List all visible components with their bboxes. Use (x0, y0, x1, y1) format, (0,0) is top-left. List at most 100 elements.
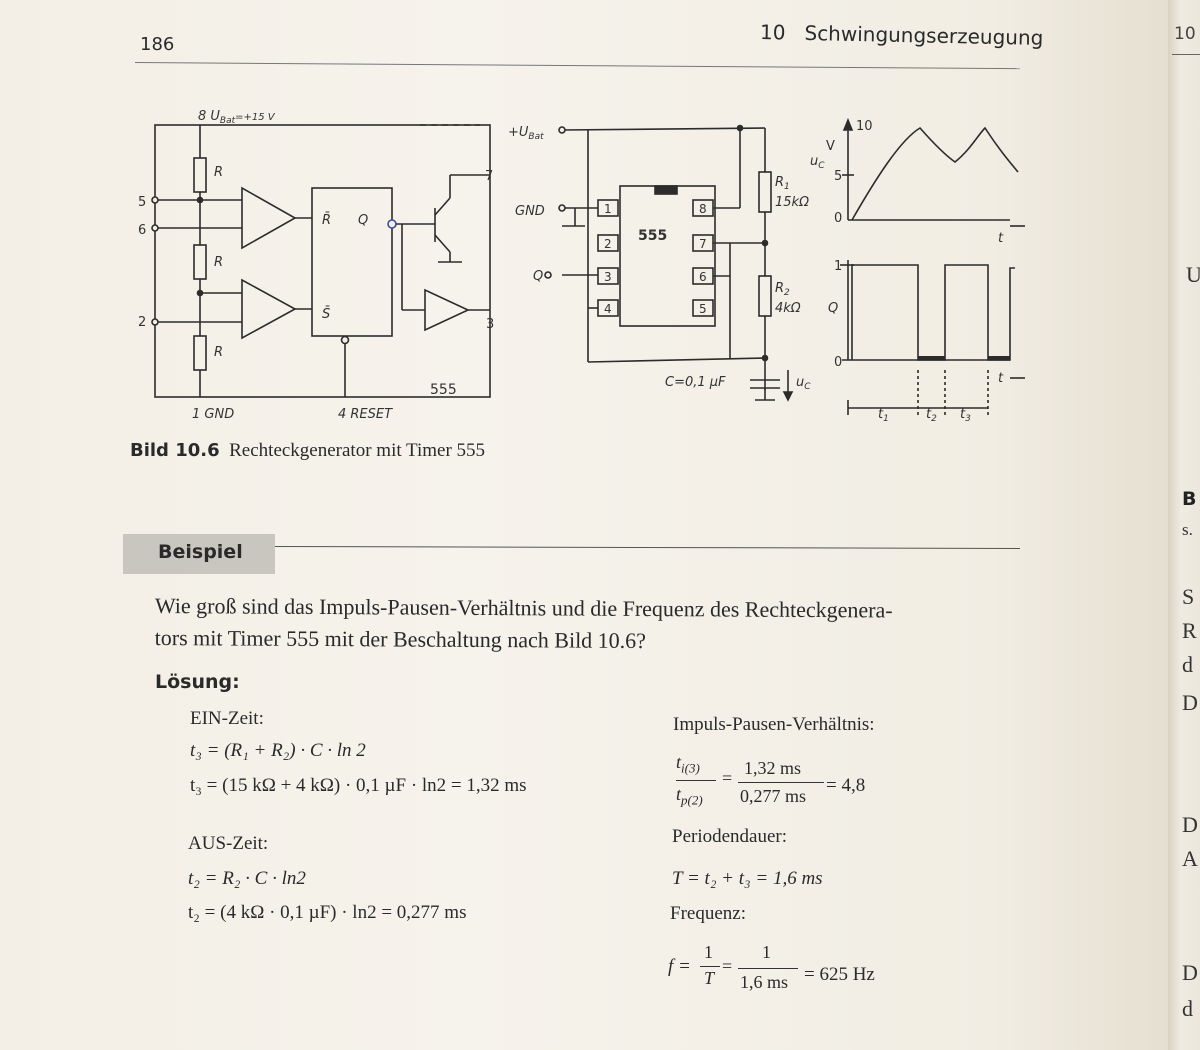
pin-4: 4 (604, 302, 612, 316)
on-time-result: t₃ = (15 kΩ + 4 kΩ) · 0,1 µF · ln2 = 1,3… (190, 775, 527, 796)
q-high-tick: 1 (834, 259, 842, 274)
solution-label: Lösung: (155, 671, 240, 693)
pin-6: 6 (699, 270, 707, 284)
uc-zero-tick: 0 (834, 211, 842, 226)
resistor-r2 (758, 275, 772, 317)
example-label: Beispiel (158, 541, 243, 563)
next-page-rule (1172, 54, 1200, 55)
figure-caption: Bild 10.6 Rechteckgenerator mit Timer 55… (130, 440, 485, 462)
edge-letter: A (1182, 846, 1198, 871)
resistor-label: R (214, 255, 223, 270)
edge-letter: d (1182, 652, 1193, 677)
uc-mid-tick: 5 (834, 169, 842, 184)
equals-sign: = (722, 768, 733, 788)
ic-label: 555 (430, 382, 457, 398)
uc-unit: V (826, 139, 835, 154)
on-time-heading: EIN-Zeit: (190, 708, 264, 729)
waveform-q (840, 225, 1025, 415)
example-label-box (123, 534, 275, 574)
next-page-edge: 10 B s. U S R d D D A D d (1168, 0, 1200, 1050)
chapter-title: Schwingungserzeugung (804, 20, 1044, 50)
edge-letter: D (1182, 690, 1198, 715)
frequency-one: 1 (704, 942, 713, 962)
edge-letter: R (1182, 618, 1197, 643)
resistor-label: R (214, 165, 223, 180)
frequency-bar-1 (700, 966, 720, 967)
frequency-denominator: 1,6 ms (740, 972, 789, 992)
capacitor-label: C=0,1 µF (665, 375, 726, 390)
t3-label: t3 (960, 407, 971, 424)
off-time-result: t₂ = (4 kΩ · 0,1 µF) · ln2 = 0,277 ms (188, 902, 467, 923)
edge-letter-s: s. (1182, 520, 1193, 539)
t-axis-uc: t (998, 231, 1004, 246)
r1-label: R1 (775, 175, 790, 192)
pin-3: 3 (604, 270, 612, 284)
r2-value: 4kΩ (775, 301, 801, 316)
chapter-number: 10 (759, 20, 786, 45)
pin-2-label: 2 (138, 315, 146, 330)
edge-letter: D (1182, 960, 1198, 985)
example-question: Wie groß sind das Impuls-Pausen-Verhältn… (155, 590, 1035, 659)
edge-letter: d (1182, 996, 1193, 1021)
t1-label: t1 (878, 407, 889, 424)
edge-letter: U (1186, 262, 1200, 287)
ratio-denominator-symbol: tp(2) (676, 784, 703, 808)
book-page: 186 10 Schwingungserzeugung (0, 0, 1168, 1050)
edge-letter: S (1182, 584, 1195, 609)
ratio-value-bar (738, 782, 824, 783)
pin-7-label: 7 (485, 169, 493, 184)
divider-resistor-bottom (193, 335, 207, 371)
output-buffer (424, 288, 470, 332)
reset-pin-label: 4 RESET (338, 407, 393, 422)
ic-outline (154, 124, 491, 398)
gnd-label: GND (515, 204, 545, 219)
pin-7: 7 (699, 237, 707, 251)
frequency-heading: Frequenz: (670, 903, 746, 924)
figure-caption-text: Rechteckgenerator mit Timer 555 (229, 440, 486, 461)
r2-label: R2 (775, 281, 790, 298)
t2-label: t2 (926, 407, 937, 424)
header-rule (134, 62, 1020, 70)
off-time-formula: t₂ = R₂ · C · ln2 (188, 868, 306, 889)
equals-sign: = (722, 956, 733, 976)
divider-resistor-mid (193, 244, 207, 280)
pin-2: 2 (604, 237, 612, 251)
resistor-r1 (758, 171, 772, 213)
ratio-denominator-value: 0,277 ms (740, 786, 807, 806)
period-heading: Periodendauer: (672, 826, 788, 847)
flipflop-sbar: S̄ (322, 307, 330, 322)
internal-block-diagram (151, 124, 491, 398)
pin-5-label: 5 (138, 195, 146, 210)
ratio-result: = 4,8 (826, 775, 866, 796)
flipflop-rbar: R̄ (322, 213, 331, 228)
question-line-1: Wie groß sind das Impuls-Pausen-Verhältn… (154, 592, 893, 623)
comparator-upper (241, 186, 297, 250)
resistor-label: R (214, 345, 223, 360)
frequency-one-2: 1 (762, 942, 771, 962)
figure-label: Bild 10.6 (130, 440, 220, 461)
ratio-fraction-bar (676, 780, 716, 781)
t-axis-q: t (998, 371, 1004, 386)
flipflop-q: Q (358, 213, 368, 228)
frequency-result: = 625 Hz (804, 964, 875, 985)
comparator-lower (241, 278, 297, 340)
ratio-numerator-symbol: ti(3) (676, 752, 700, 776)
example-rule (274, 546, 1020, 549)
flip-flop (311, 187, 393, 337)
external-circuit (544, 124, 794, 402)
timer-label: 555 (638, 228, 667, 244)
pin-3-label: 3 (486, 317, 494, 332)
waveform-uc (842, 117, 1019, 221)
q-zero-tick: 0 (834, 355, 842, 370)
next-page-number: 10 (1174, 24, 1196, 44)
uc-label: uC (796, 375, 811, 392)
running-head: 10 Schwingungserzeugung (760, 20, 1044, 50)
supply-label: +UBat (508, 125, 544, 142)
ratio-numerator-value: 1,32 ms (744, 758, 802, 778)
supply-pin-label: 8 UBat=+15 V (198, 109, 276, 126)
question-line-2: tors mit Timer 555 mit der Beschaltung n… (154, 624, 647, 653)
figure-10-6: 8 UBat=+15 V R R R 5 6 2 7 3 R̄ Q S̄ 555… (138, 109, 1025, 424)
r1-value: 15kΩ (775, 195, 809, 210)
pin-1: 1 (604, 202, 612, 216)
divider-resistor-top (193, 157, 207, 193)
